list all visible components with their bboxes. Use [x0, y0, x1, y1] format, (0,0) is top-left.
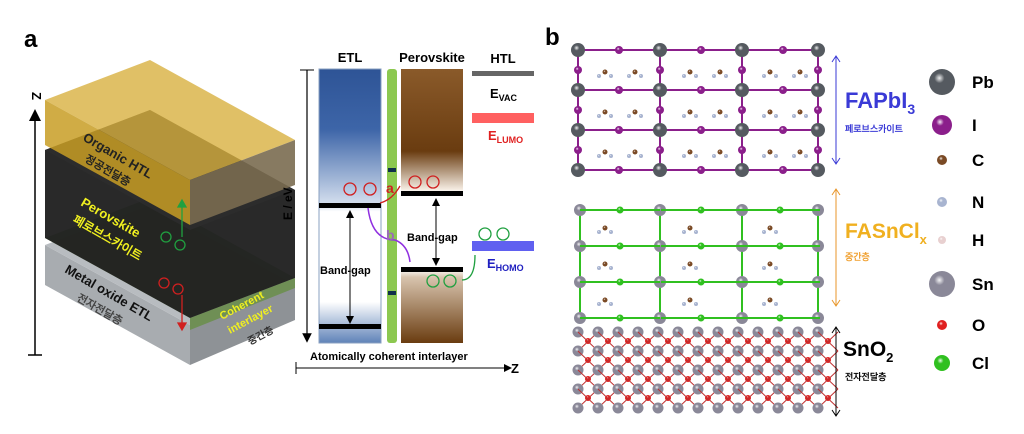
- path-b-arrow: [367, 207, 411, 263]
- bandgap-etl-label: Band-gap: [320, 265, 371, 277]
- z-axis-3d: Z: [28, 92, 44, 356]
- col-etl-label: ETL: [338, 50, 363, 65]
- region-top-label: FAPbI3: [845, 88, 915, 117]
- legend-item-c: C: [937, 151, 984, 170]
- legend-label: I: [972, 116, 977, 135]
- htl-layer: [45, 60, 295, 180]
- crystal-structure: [571, 43, 839, 414]
- region-mid-ko: 중간층: [845, 251, 870, 262]
- legend-item-h: H: [938, 231, 984, 250]
- bandgap-perovskite-label: Band-gap: [407, 232, 458, 244]
- interlayer-band-column: [387, 69, 397, 343]
- region-annotations: FAPbI3 페로브스카이트 FASnClx 중간층 SnO2 전자전달층: [831, 55, 928, 417]
- legend-label: Pb: [972, 73, 994, 92]
- etl-layer-front: [45, 245, 190, 365]
- elumo-level: [472, 113, 534, 123]
- legend-label: N: [972, 193, 984, 212]
- legend-label: H: [972, 231, 984, 250]
- legend-label: Sn: [972, 275, 994, 294]
- electrons-band: a: [343, 175, 440, 204]
- ehomo-level: [472, 241, 534, 251]
- col-perovskite-label: Perovskite: [399, 50, 465, 65]
- evac-level: [472, 71, 534, 76]
- elumo-label: ELUMO: [488, 128, 523, 145]
- band-diagram: ETL Perovskite HTL E / eV Band-gap Band-…: [281, 50, 534, 376]
- region-bot-ko: 전자전달층: [845, 371, 886, 382]
- holes-band: [426, 227, 510, 288]
- legend-label: Cl: [972, 354, 989, 373]
- panel-a-label: a: [24, 26, 38, 53]
- svg-text:Z: Z: [29, 92, 44, 100]
- perovskite-band-column: [401, 69, 463, 343]
- ehomo-label: EHOMO: [487, 256, 524, 273]
- z-axis-label: Z: [511, 361, 519, 376]
- energy-axis-label: E / eV: [281, 187, 295, 220]
- electron-charges-3d: [158, 277, 188, 332]
- region-mid-label: FASnClx: [845, 220, 928, 247]
- path-b-label: b: [386, 227, 395, 243]
- path-a-label: a: [386, 180, 394, 196]
- legend-item-o: O: [937, 316, 985, 335]
- legend-item-i: I: [932, 115, 977, 135]
- region-top-ko: 페로브스카이트: [845, 123, 904, 134]
- col-htl-label: HTL: [490, 51, 515, 66]
- layer-stack-3d: Organic HTL 정공전달층 Perovskite 페로브스카이트 Met…: [45, 60, 295, 365]
- legend-item-n: N: [937, 193, 984, 212]
- legend-item-sn: Sn: [929, 271, 994, 297]
- panel-b-label: b: [545, 24, 560, 51]
- evac-label: EVAC: [490, 86, 518, 103]
- interlayer-caption: Atomically coherent interlayer: [310, 351, 468, 363]
- legend-item-cl: Cl: [934, 354, 989, 373]
- legend-label: C: [972, 151, 984, 170]
- hole-charges-3d: [160, 198, 188, 251]
- region-bot-label: SnO2: [843, 338, 893, 365]
- legend-item-pb: Pb: [929, 69, 994, 95]
- legend-label: O: [972, 316, 985, 335]
